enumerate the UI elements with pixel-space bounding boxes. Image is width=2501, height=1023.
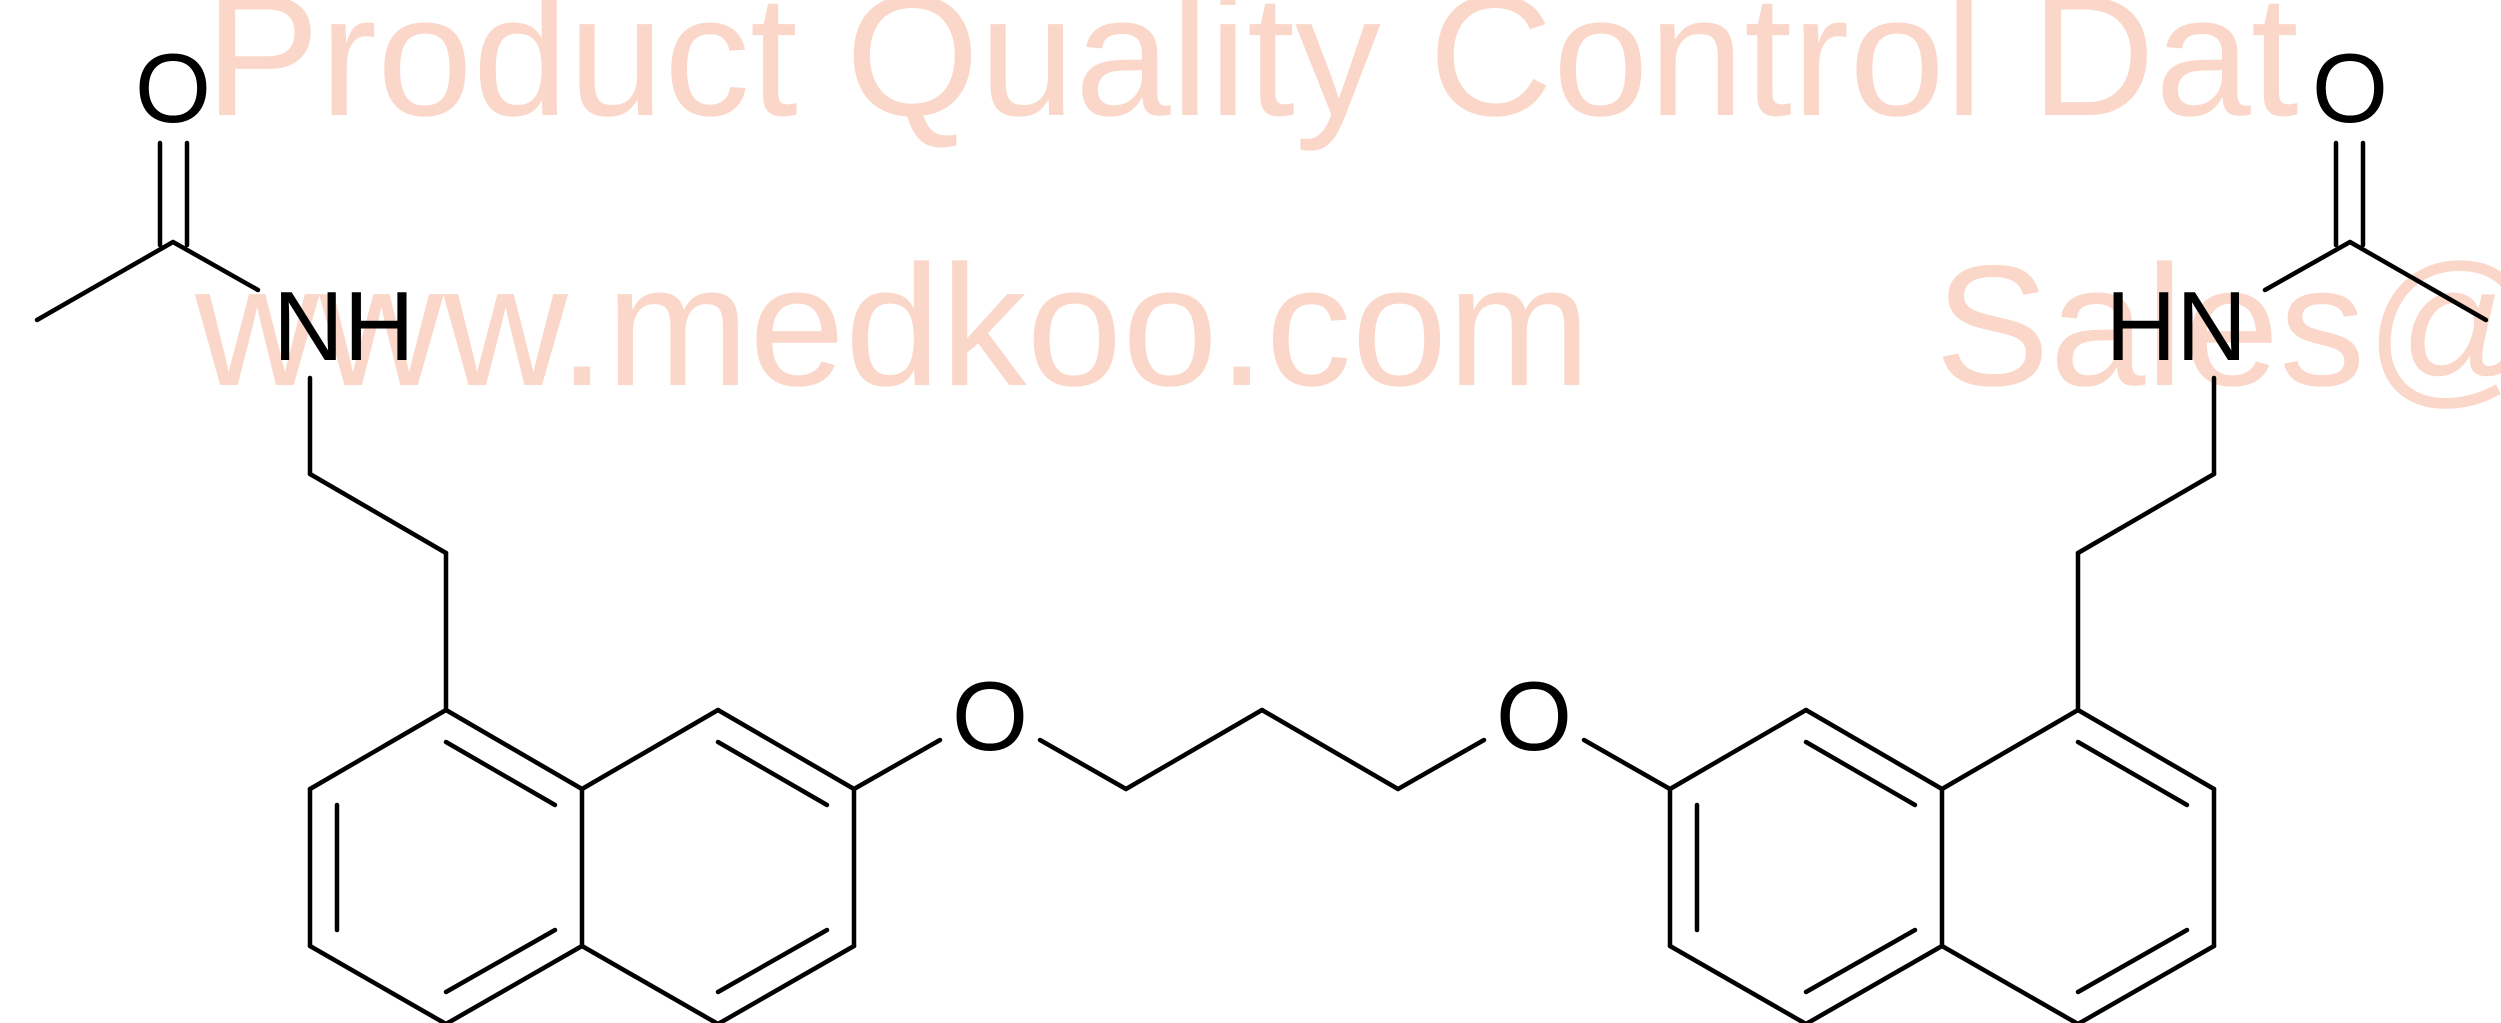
bond-ringB-left-inner-2 bbox=[715, 927, 830, 995]
bond-ringA-left-inner-2 bbox=[443, 927, 558, 995]
atom-hn-right: HN bbox=[2105, 271, 2247, 381]
bond-ch2-ch2-left bbox=[307, 471, 449, 556]
bond-ringB-left-2 bbox=[715, 707, 857, 792]
bond-ringA-left-6 bbox=[307, 707, 449, 792]
bond-oxygen-ring-right bbox=[1581, 737, 1673, 792]
bond-chain-2 bbox=[1259, 707, 1401, 792]
watermark-sales: Sales@ bbox=[1935, 230, 2501, 422]
bond-ringB-left-inner-1 bbox=[715, 739, 830, 808]
atom-nh-left: NH bbox=[273, 271, 415, 381]
bond-ch2-oxygen-right bbox=[1395, 737, 1487, 792]
bond-ringA-right-4 bbox=[2075, 943, 2217, 1023]
bond-ringA-left-1 bbox=[443, 707, 585, 792]
bond-ringB-left-4 bbox=[715, 943, 857, 1023]
bond-chain-1 bbox=[1123, 707, 1265, 792]
bond-ringB-right-2 bbox=[1803, 707, 1945, 792]
atom-o-ether-left: O bbox=[952, 661, 1028, 771]
bond-ring-oxygen-left bbox=[851, 737, 943, 792]
bond-ringA-right-1 bbox=[1939, 707, 2081, 792]
bond-ringA-left-4 bbox=[307, 943, 449, 1023]
bond-ch2-ch2-right bbox=[2075, 471, 2217, 556]
bond-ringB-right-inner-3 bbox=[1803, 927, 1918, 995]
bond-ringB-left-1 bbox=[579, 707, 721, 792]
atom-o-ether-right: O bbox=[1496, 661, 1572, 771]
watermark-site: www.medkoo.com bbox=[194, 230, 1591, 422]
watermark-line-1: Product Quality Control Dat bbox=[205, 0, 2299, 152]
bond-ringA-right-inner-2 bbox=[2075, 927, 2190, 995]
bond-lines bbox=[34, 140, 2489, 1023]
bond-ringB-left-5 bbox=[579, 943, 721, 1023]
bond-methyl-carbonyl-left bbox=[34, 239, 176, 323]
bond-oxygen-ch2-left bbox=[1037, 737, 1129, 792]
bond-ringB-right-4 bbox=[1803, 943, 1945, 1023]
bond-ringA-right-2 bbox=[2075, 707, 2217, 792]
atom-o-carbonyl-right: O bbox=[2312, 33, 2388, 143]
watermark: Product Quality Control Dat www.medkoo.c… bbox=[194, 0, 2501, 422]
bond-ringA-left-inner-1 bbox=[443, 739, 558, 808]
bond-ringB-right-inner-2 bbox=[1803, 739, 1918, 808]
bond-ringA-right-5 bbox=[1939, 943, 2081, 1023]
bond-ringB-right-5 bbox=[1667, 943, 1809, 1023]
bond-hn-carbonyl-right bbox=[2262, 239, 2353, 293]
bond-ringA-left-3 bbox=[443, 943, 585, 1023]
bond-carbonyl-nh-left bbox=[170, 239, 261, 293]
atom-labels: O NH O O HN O bbox=[135, 33, 2388, 771]
bond-carbonyl-methyl-right bbox=[2347, 239, 2489, 323]
atom-o-carbonyl-left: O bbox=[135, 33, 211, 143]
bond-ringB-right-1 bbox=[1667, 707, 1809, 792]
bond-ringA-right-inner-1 bbox=[2075, 739, 2190, 808]
